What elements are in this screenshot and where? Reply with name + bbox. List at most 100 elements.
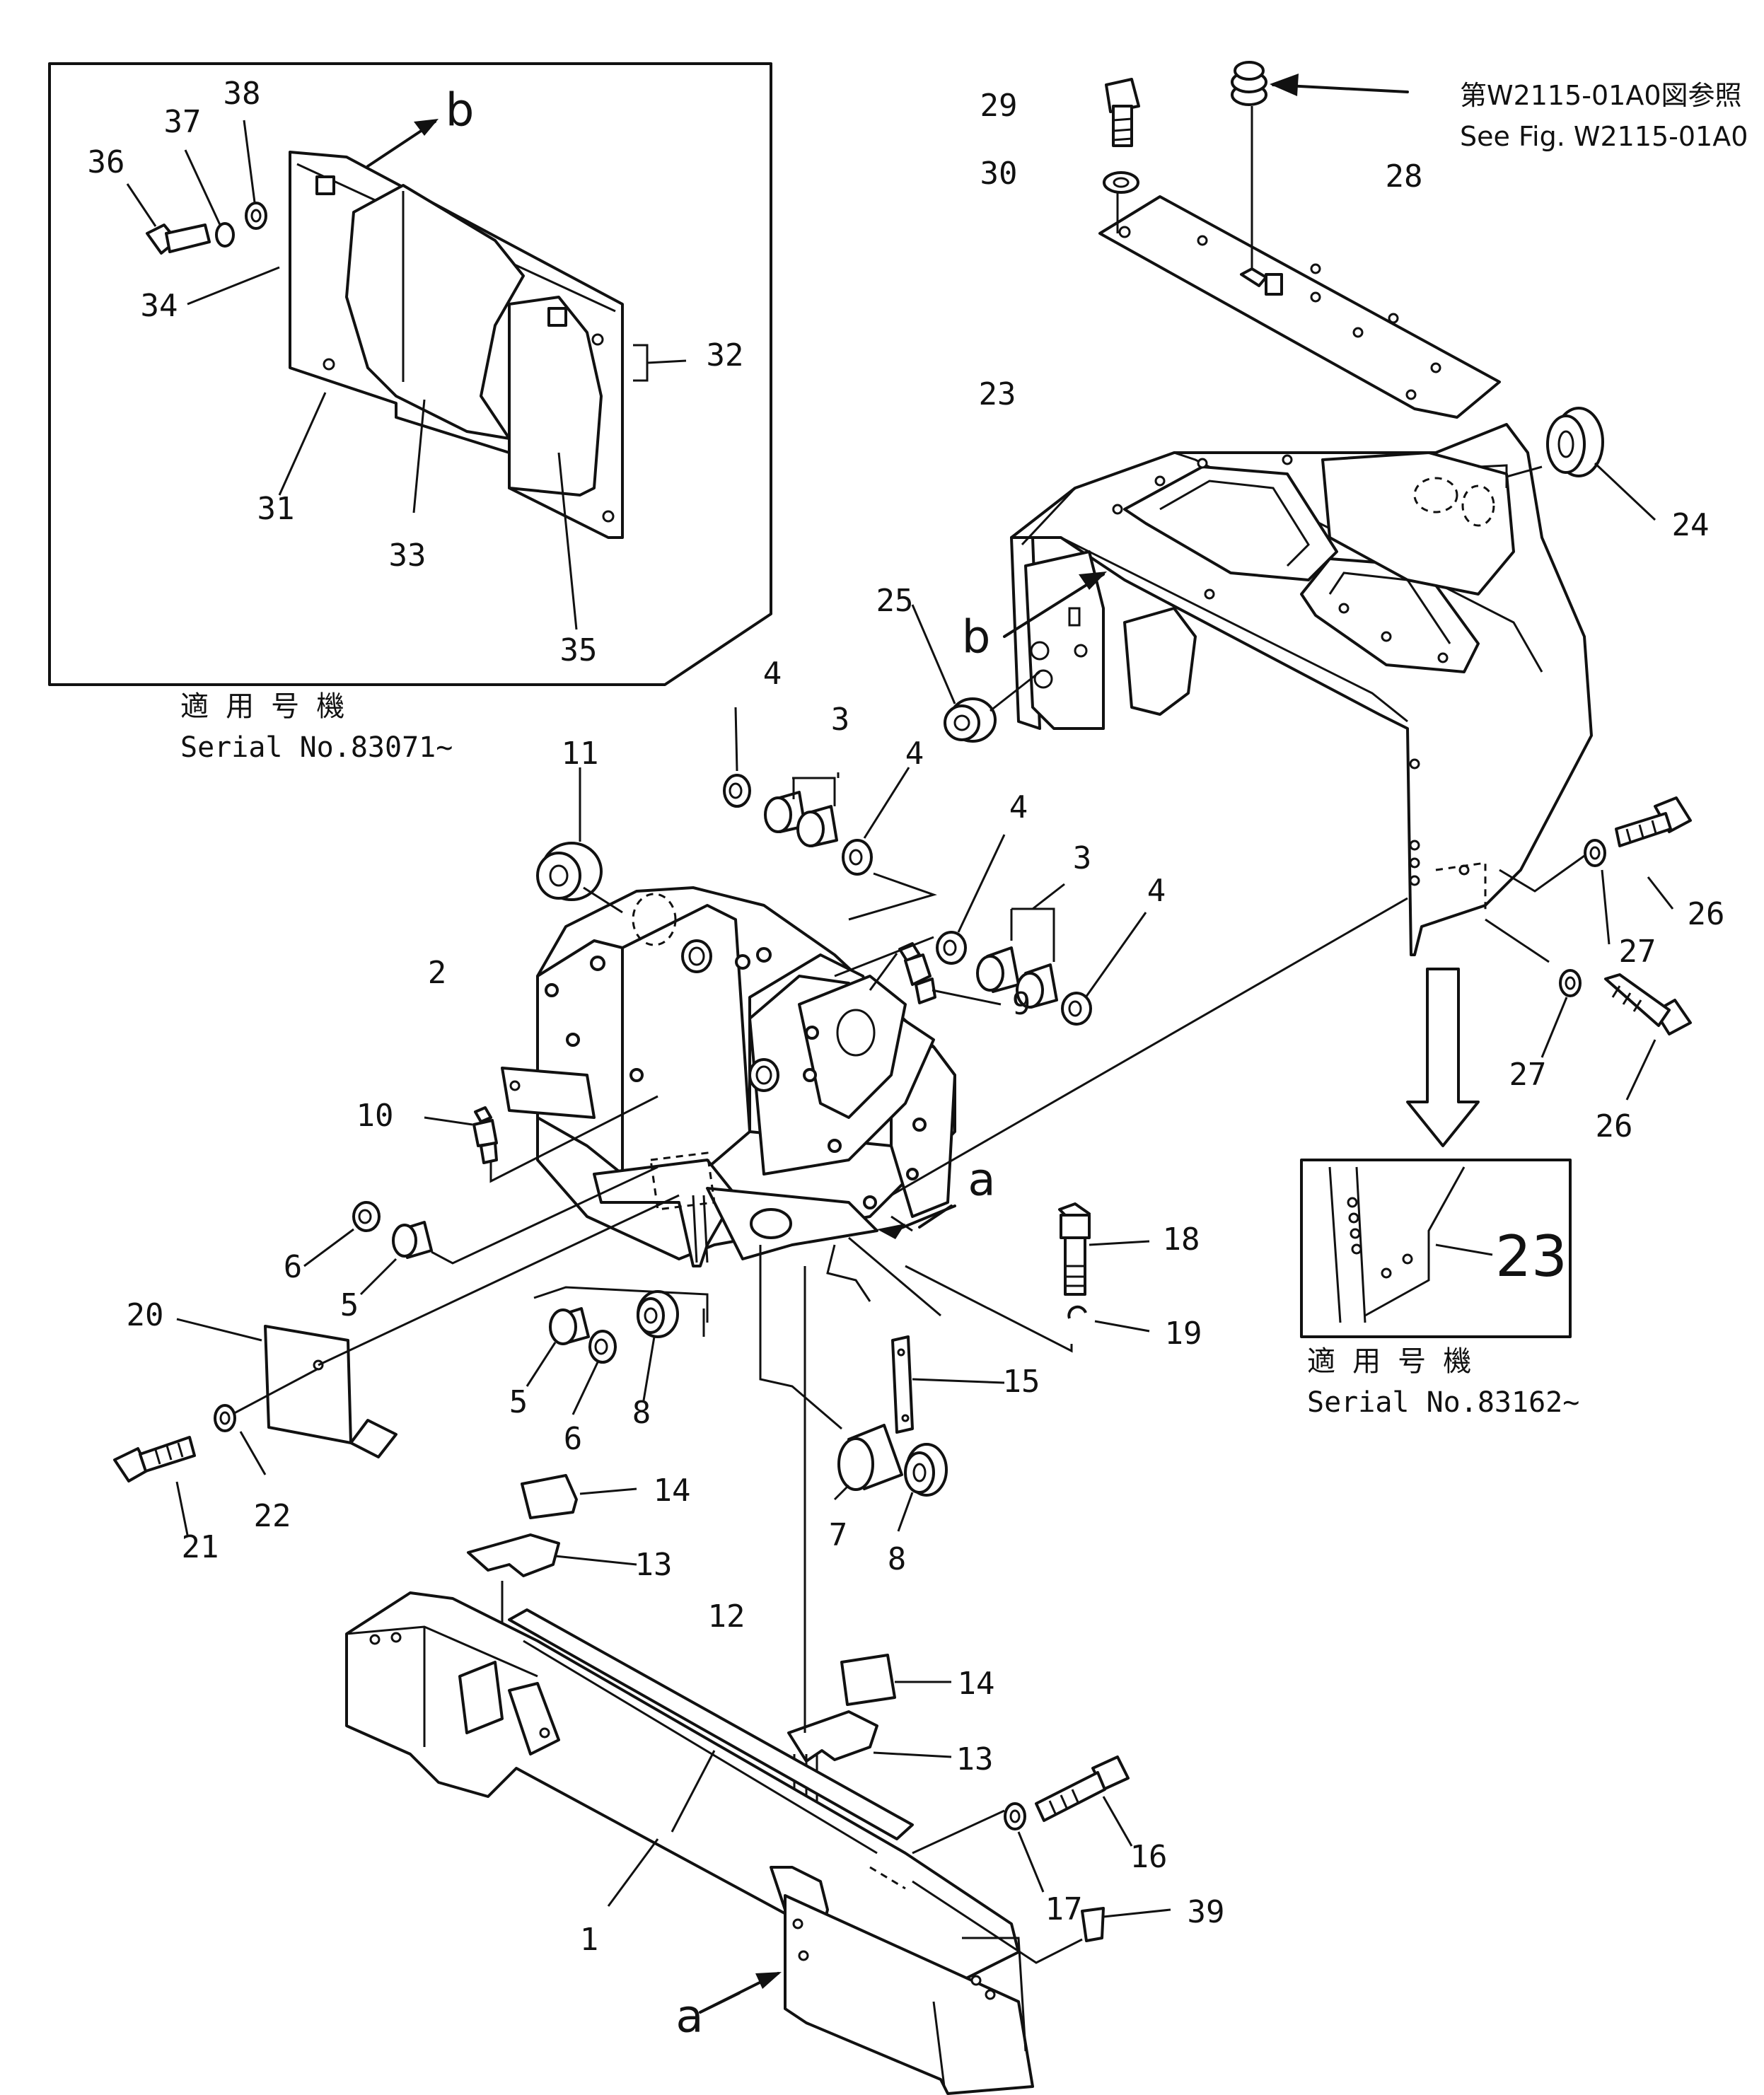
bushing-5-mid	[549, 1307, 590, 1345]
callout-16: 16	[1130, 1839, 1168, 1875]
callout-23: 23	[979, 376, 1016, 412]
callout-22: 22	[254, 1498, 291, 1534]
bushing-7	[837, 1424, 903, 1491]
callout-3a: 3	[831, 702, 850, 738]
callout-2: 2	[428, 955, 447, 991]
grease-fitting-10	[472, 1106, 498, 1164]
inset-b-serial-jp: 適 用 号 機	[180, 690, 344, 723]
down-arrow	[1406, 968, 1480, 1147]
inset-view-b	[48, 62, 772, 686]
bolt-21	[113, 1436, 196, 1482]
plate-13-upper	[467, 1533, 560, 1577]
callout-5a: 5	[340, 1287, 359, 1323]
plate-13-lower	[787, 1710, 878, 1763]
callout-28: 28	[1386, 158, 1423, 195]
plate-28	[1098, 195, 1501, 419]
callout-26a: 26	[1688, 896, 1725, 932]
callout-3b: 3	[1073, 840, 1092, 876]
inset-b-washer-37	[215, 222, 235, 248]
view-letter-a-lower: a	[675, 1991, 703, 2043]
grommet-top	[1231, 61, 1267, 106]
inset-23-serial-en: Serial No.83162~	[1307, 1386, 1579, 1419]
callout-18: 18	[1163, 1221, 1200, 1258]
ring-4-c	[936, 931, 967, 965]
bushing-5-left	[392, 1221, 433, 1259]
grommet-11	[536, 842, 603, 901]
view-letter-b-inset: b	[446, 85, 475, 137]
callout-33: 33	[389, 538, 427, 574]
inset-b-block-35	[508, 296, 603, 497]
callout-11: 11	[562, 736, 599, 772]
callout-21: 21	[182, 1529, 219, 1565]
inset-view-23	[1300, 1159, 1572, 1338]
frame-23	[1010, 423, 1593, 956]
callout-38: 38	[224, 76, 261, 112]
callout-14b: 14	[958, 1666, 995, 1702]
callout-13a: 13	[635, 1547, 673, 1583]
bolt-18	[1058, 1202, 1091, 1296]
callout-14a: 14	[654, 1473, 691, 1509]
callout-30: 30	[980, 156, 1018, 192]
callout-29: 29	[980, 88, 1018, 124]
callout-39: 39	[1188, 1894, 1225, 1930]
inset-23-label: 23	[1495, 1224, 1567, 1289]
bushing-3-a2	[796, 805, 838, 847]
callout-8b: 8	[888, 1541, 907, 1577]
rod-12	[508, 1608, 914, 1840]
ring-6-left	[352, 1201, 381, 1232]
plug-39	[1081, 1907, 1105, 1942]
callout-31: 31	[257, 491, 295, 527]
callout-8a: 8	[632, 1395, 651, 1431]
callout-4b: 4	[905, 736, 924, 772]
inset-b-cover-33	[345, 184, 525, 440]
ring-8-right	[904, 1443, 948, 1497]
callout-36: 36	[88, 144, 125, 180]
callout-5b: 5	[509, 1384, 528, 1420]
callout-7: 7	[829, 1517, 848, 1553]
view-letter-b-main: b	[962, 612, 991, 664]
strap-15	[891, 1335, 914, 1434]
callout-6a: 6	[284, 1249, 303, 1285]
bushing-3-b1	[976, 946, 1020, 993]
callout-10: 10	[356, 1098, 394, 1134]
grommet-24	[1546, 407, 1604, 477]
bolt-26-upper	[1615, 796, 1692, 847]
pad-14-upper	[521, 1474, 578, 1519]
callout-25: 25	[876, 583, 914, 619]
callout-4a: 4	[763, 656, 782, 692]
inset-b-frame	[48, 62, 772, 686]
callout-15: 15	[1003, 1364, 1040, 1400]
bushing-3-b2	[1016, 963, 1058, 1009]
bolt-29	[1105, 78, 1140, 147]
callout-27b: 27	[1509, 1057, 1547, 1093]
housing-2	[501, 886, 1408, 1267]
inset-b-serial-en: Serial No.83071~	[180, 731, 453, 764]
callout-17: 17	[1045, 1891, 1083, 1927]
callout-9: 9	[1012, 986, 1031, 1022]
inset-23-serial-jp: 適 用 号 機	[1307, 1345, 1471, 1378]
ring-8-mid	[637, 1290, 679, 1338]
callout-12: 12	[708, 1598, 745, 1635]
ring-6-mid	[588, 1330, 617, 1364]
callout-35: 35	[560, 632, 598, 668]
callout-32: 32	[707, 337, 744, 373]
callout-6b: 6	[564, 1421, 583, 1457]
grommet-25	[944, 697, 997, 743]
bracket-20	[264, 1325, 398, 1458]
callout-4d: 4	[1147, 873, 1166, 909]
beam-1	[345, 1591, 1034, 2095]
callout-1: 1	[580, 1922, 599, 1958]
bolt-16	[1035, 1755, 1130, 1822]
callout-37: 37	[164, 104, 202, 140]
ring-4-d	[1061, 992, 1092, 1026]
callout-27a: 27	[1619, 934, 1656, 970]
callout-20: 20	[127, 1297, 164, 1333]
grease-fitting-9	[898, 942, 936, 1004]
bolt-26-lower	[1604, 973, 1692, 1035]
reference-jp: 第W2115-01A0図参照	[1460, 80, 1742, 111]
callout-4c: 4	[1009, 789, 1028, 825]
inset-b-bolt-36	[146, 224, 211, 255]
ring-4-b	[842, 839, 873, 876]
reference-en: See Fig. W2115-01A0	[1460, 121, 1748, 152]
